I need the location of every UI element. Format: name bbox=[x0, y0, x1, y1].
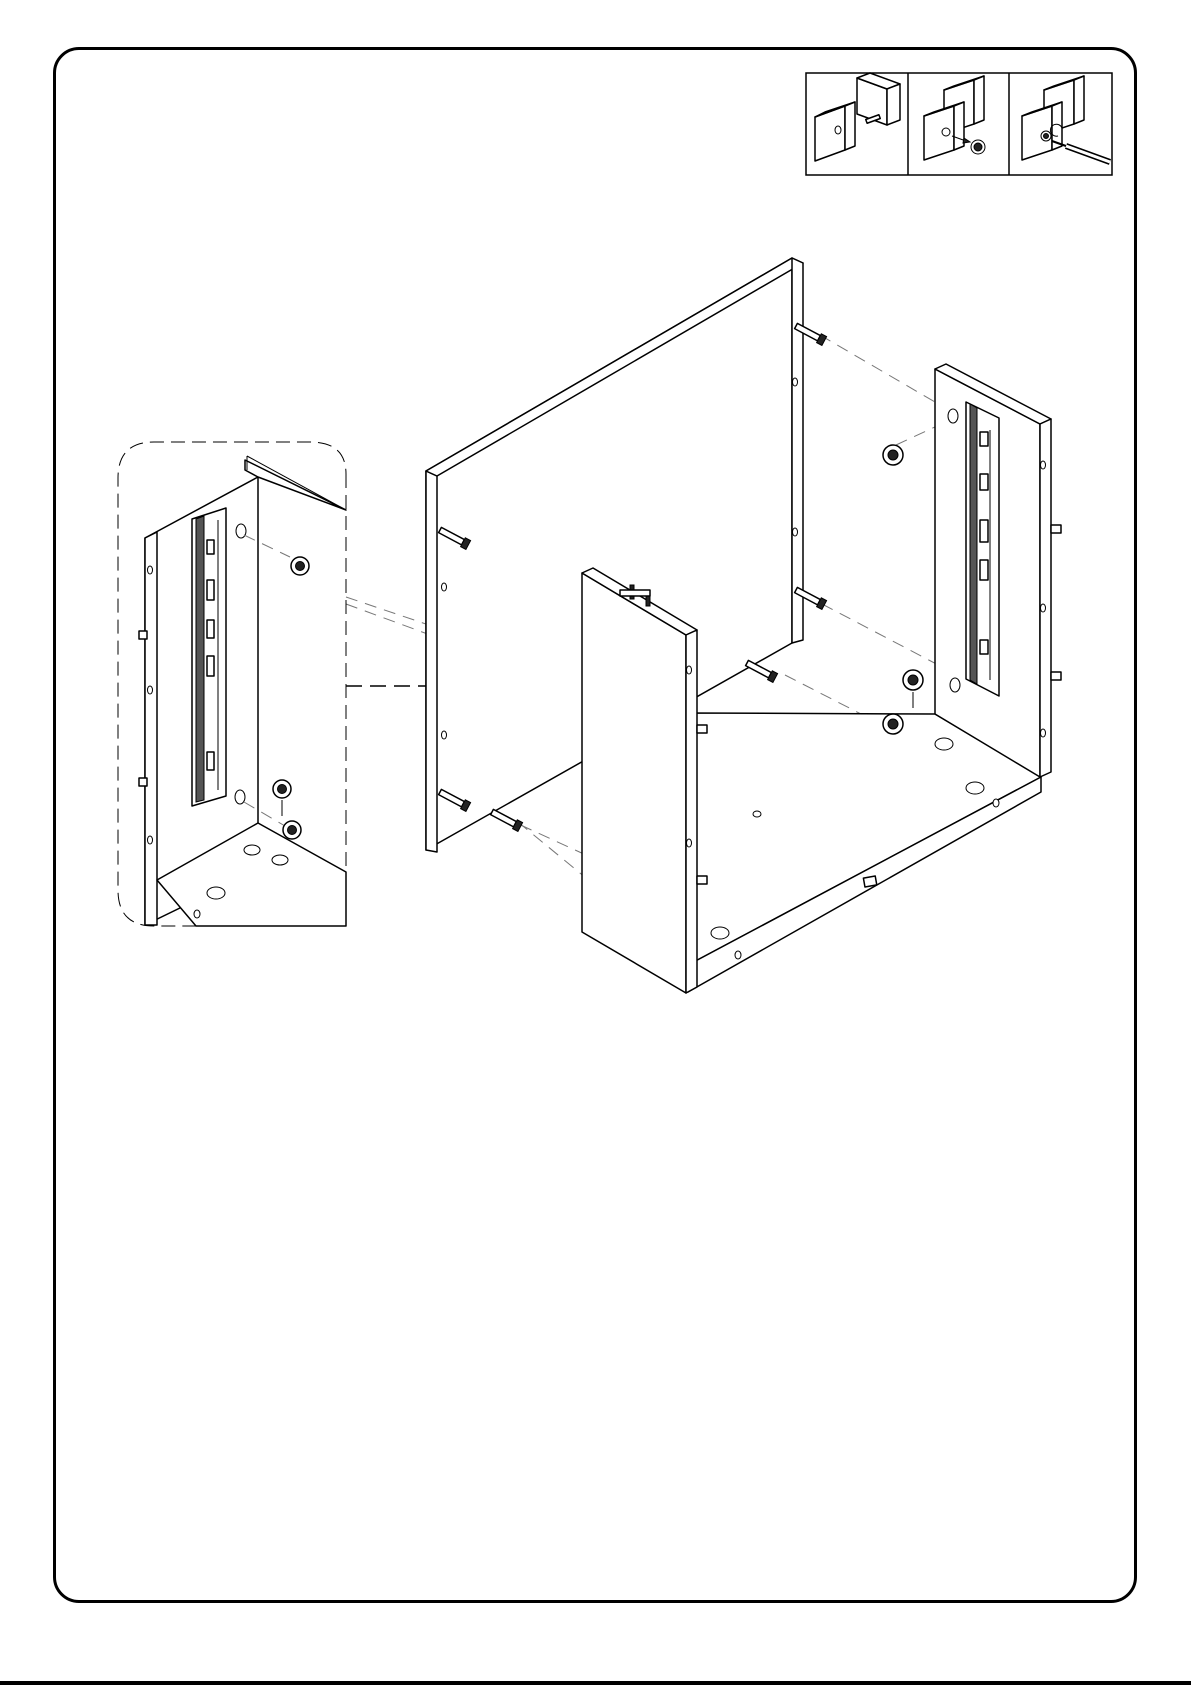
detail-drawer-slide bbox=[192, 508, 226, 806]
dowel-into-panel-icon bbox=[815, 73, 900, 161]
edge-dowel bbox=[1051, 525, 1061, 680]
cam-lock bbox=[883, 445, 903, 465]
cam-lock-insert-icon bbox=[924, 76, 985, 160]
drawer-slide-detail bbox=[118, 442, 346, 926]
cam-lock-sequence bbox=[806, 73, 1112, 175]
cam-lock bbox=[283, 821, 301, 839]
bottom-panel bbox=[686, 713, 1041, 992]
front-side-panel bbox=[582, 568, 707, 993]
cam-screw bbox=[745, 659, 778, 683]
right-side-panel bbox=[935, 364, 1061, 777]
cam-lock bbox=[291, 557, 309, 575]
drawer-slide bbox=[966, 402, 999, 696]
bottom-edge-dowel bbox=[863, 876, 876, 887]
cam-locks bbox=[883, 445, 923, 734]
cam-lock bbox=[903, 670, 923, 708]
screwdriver-tighten-icon bbox=[1022, 76, 1110, 162]
cam-lock bbox=[883, 714, 903, 734]
cam-screw bbox=[490, 808, 523, 832]
cam-lock bbox=[273, 780, 291, 816]
